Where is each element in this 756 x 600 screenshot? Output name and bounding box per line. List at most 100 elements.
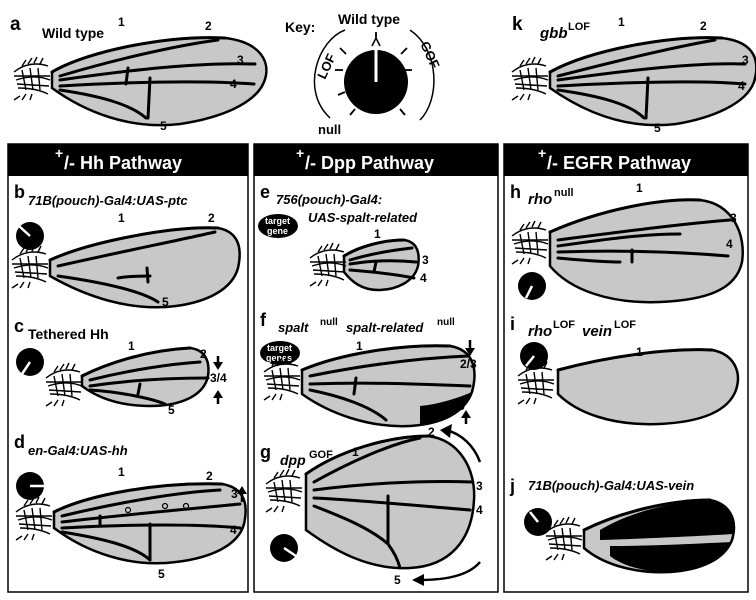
target-genes-badge: target genes bbox=[260, 341, 300, 365]
header-plus: + bbox=[538, 145, 546, 161]
badge-line2: genes bbox=[266, 353, 292, 363]
badge-line1: target bbox=[267, 343, 292, 353]
vein-label: 1 bbox=[636, 345, 643, 359]
panel-c-letter: c bbox=[14, 316, 24, 336]
vein-label: 4 bbox=[420, 271, 427, 285]
target-gene-badge: target gene bbox=[258, 214, 298, 238]
panel-k-sup: LOF bbox=[568, 21, 590, 33]
wing-c bbox=[45, 346, 210, 408]
panel-a: a Wild type 1 2 3 4 5 bbox=[10, 14, 268, 133]
key-dial: Key: Wild type LOF GOF null bbox=[285, 11, 443, 137]
vein-label: 4 bbox=[476, 503, 483, 517]
arrow-up-icon bbox=[213, 390, 223, 404]
badge-line2: gene bbox=[267, 226, 288, 236]
panel-g-gene: dpp bbox=[280, 452, 306, 468]
panel-f-gene2: spalt-related bbox=[346, 320, 424, 335]
arrow-curved-icon bbox=[440, 424, 482, 463]
wing-k bbox=[511, 36, 756, 127]
panel-i-sup1: LOF bbox=[553, 319, 575, 331]
vein-label: 5 bbox=[654, 121, 661, 135]
dial-icon bbox=[524, 508, 552, 536]
panel-a-letter: a bbox=[10, 14, 21, 35]
dial-icon bbox=[16, 472, 45, 500]
vein-label: 5 bbox=[158, 567, 165, 581]
arrow-down-icon bbox=[465, 340, 475, 356]
panel-k-gene: gbb bbox=[539, 25, 568, 42]
vein-label: 3 bbox=[742, 53, 749, 67]
vein-label: 4 bbox=[230, 523, 237, 537]
panel-j-title: 71B(pouch)-Gal4:UAS-vein bbox=[528, 478, 694, 493]
wing-d bbox=[15, 482, 247, 565]
vein-label: 2/3 bbox=[460, 357, 477, 371]
vein-label: 2 bbox=[208, 211, 215, 225]
key-label: Key: bbox=[285, 19, 315, 35]
vein-label: 4/5 bbox=[678, 559, 695, 573]
dial-icon bbox=[270, 534, 298, 562]
vein-label: 3/4 bbox=[210, 371, 227, 385]
panel-f-letter: f bbox=[260, 310, 267, 330]
vein-label: 4 bbox=[738, 79, 745, 93]
panel-h-letter: h bbox=[510, 182, 521, 202]
panel-a-title: Wild type bbox=[42, 25, 104, 41]
panel-i-letter: i bbox=[510, 314, 515, 334]
panel-b: b 71B(pouch)-Gal4:UAS-ptc 1 2 5 bbox=[11, 182, 241, 309]
vein-label: 3 bbox=[476, 479, 483, 493]
vein-label: 3 bbox=[422, 253, 429, 267]
vein-label: 1 bbox=[128, 339, 135, 353]
panel-h-gene: rho bbox=[528, 191, 552, 208]
panel-i-sup2: LOF bbox=[614, 319, 636, 331]
vein-label: 1 bbox=[118, 465, 125, 479]
vein-label: 1 bbox=[356, 339, 363, 353]
header-plus: + bbox=[296, 145, 304, 161]
vein-label: 4 bbox=[726, 237, 733, 251]
panel-f-sup2: null bbox=[437, 317, 455, 328]
dial-icon bbox=[16, 222, 44, 250]
vein-label: 5 bbox=[160, 119, 167, 133]
header-label: /- Dpp Pathway bbox=[305, 153, 434, 173]
panel-g: g dpp GOF 1 2 3 4 5 bbox=[260, 424, 483, 587]
dial-icon bbox=[518, 272, 546, 300]
panel-f-sup1: null bbox=[320, 317, 338, 328]
hh-pathway-header: + /- Hh Pathway bbox=[8, 144, 248, 176]
vein-label: 3 bbox=[237, 53, 244, 67]
panel-f: f spalt null spalt-related null target g… bbox=[260, 310, 477, 428]
vein-label: 1 bbox=[352, 445, 359, 459]
dial-icon bbox=[16, 348, 44, 376]
vein-label: 1/2/3 bbox=[700, 503, 727, 517]
header-label: /- Hh Pathway bbox=[64, 153, 182, 173]
panel-i: i rho LOF vein LOF 1 bbox=[510, 314, 740, 426]
wing-h bbox=[511, 198, 744, 304]
vein-label: 3 bbox=[730, 211, 737, 225]
wing-g bbox=[265, 434, 476, 570]
panel-d-title: en-Gal4:UAS-hh bbox=[28, 443, 128, 458]
panel-g-letter: g bbox=[260, 442, 271, 462]
panel-i-gene2: vein bbox=[582, 323, 612, 340]
vein-label: 1 bbox=[618, 15, 625, 29]
panel-d-letter: d bbox=[14, 432, 25, 452]
key-wild-type: Wild type bbox=[338, 11, 400, 27]
vein-label: 1 bbox=[374, 227, 381, 241]
dpp-pathway-header: + /- Dpp Pathway bbox=[254, 144, 498, 176]
wing-b bbox=[11, 226, 241, 309]
vein-label: 2 bbox=[428, 425, 435, 439]
egfr-pathway-header: + /- EGFR Pathway bbox=[504, 144, 748, 176]
panel-g-sup: GOF bbox=[309, 449, 333, 461]
wing-i bbox=[517, 348, 740, 426]
vein-label: 3 bbox=[231, 487, 238, 501]
vein-label: 5 bbox=[168, 403, 175, 417]
key-lof: LOF bbox=[314, 51, 339, 81]
panel-c-title: Tethered Hh bbox=[28, 326, 109, 342]
panel-d: d en-Gal4:UAS-hh 1 2 3 4 5 bbox=[14, 432, 247, 581]
arrow-down-icon bbox=[213, 356, 223, 370]
vein-label: 5 bbox=[162, 295, 169, 309]
vein-label: 2 bbox=[200, 347, 207, 361]
wing-a bbox=[13, 36, 268, 127]
panel-k-letter: k bbox=[512, 14, 523, 35]
arrow-curved-icon bbox=[412, 561, 481, 586]
vein-label: 2 bbox=[205, 19, 212, 33]
badge-line1: target bbox=[265, 216, 290, 226]
panel-j: j 71B(pouch)-Gal4:UAS-vein 1/2/3 4/5 bbox=[509, 476, 736, 574]
panel-e: e 756(pouch)-Gal4: UAS-spalt-related tar… bbox=[258, 182, 429, 292]
arrow-up-icon bbox=[461, 410, 471, 424]
